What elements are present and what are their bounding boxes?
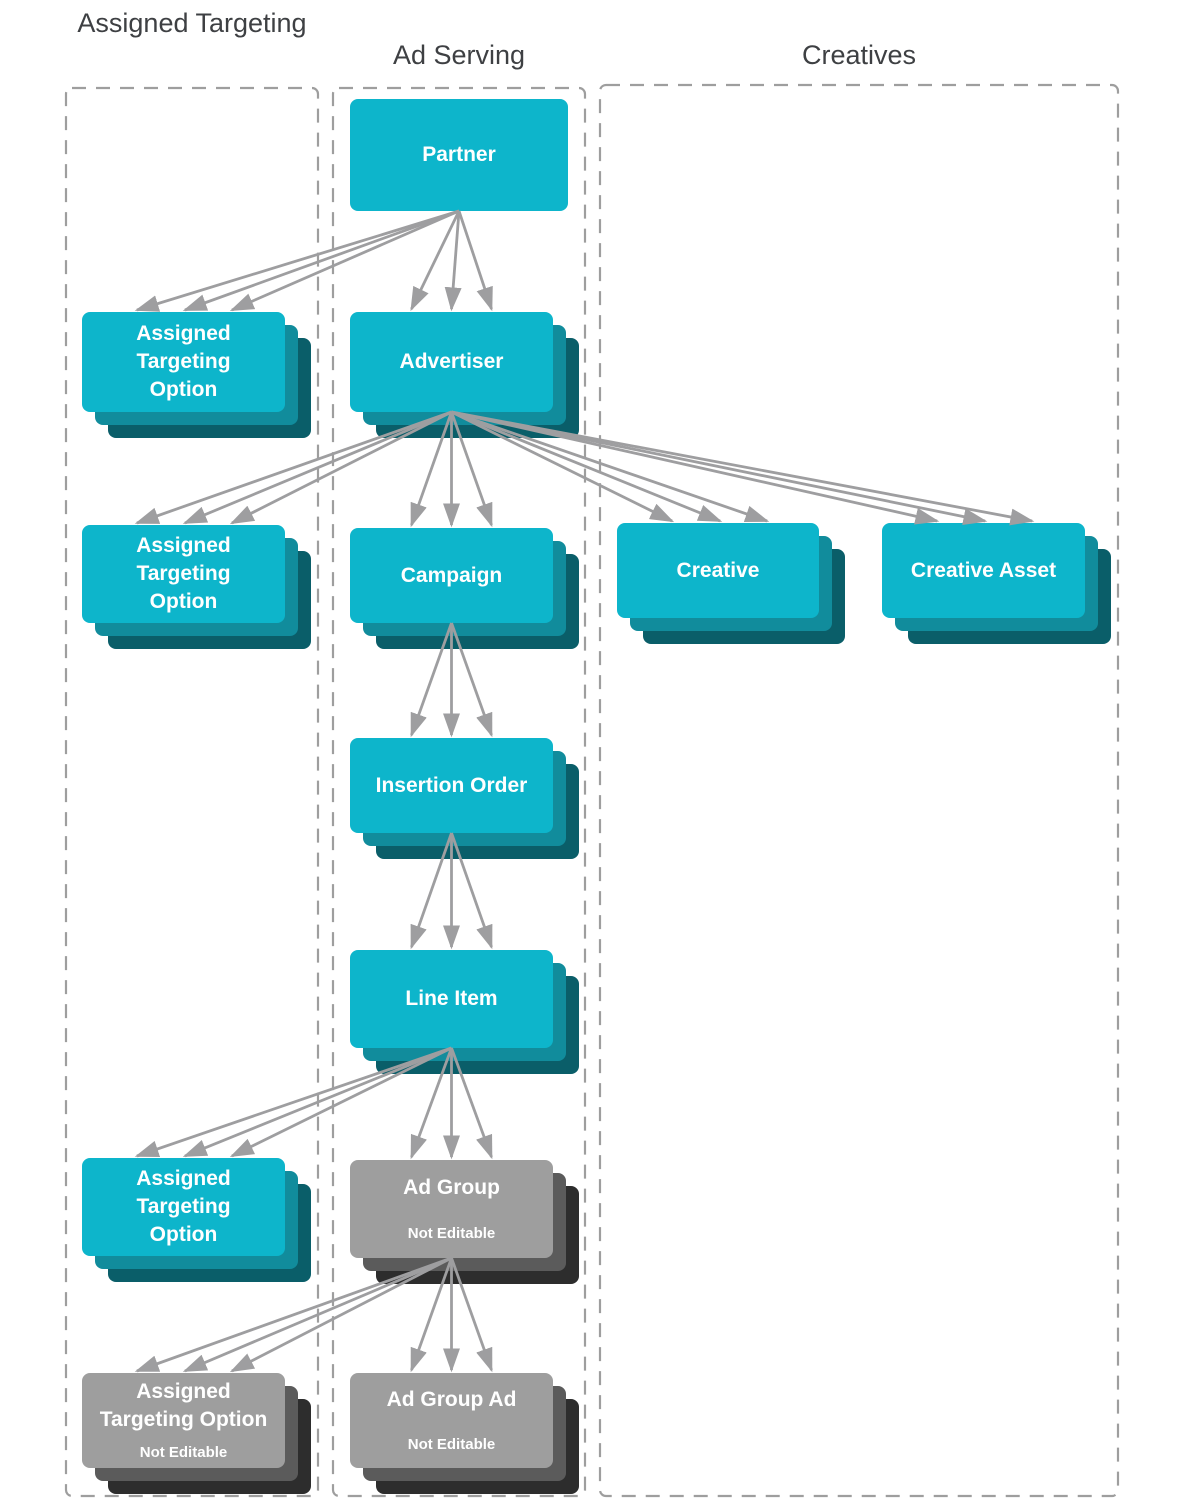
node-assigned-targeting-option-1: Assigned Targeting Option	[82, 312, 311, 438]
node-label: Insertion Order	[375, 773, 528, 797]
node-assigned-targeting-option-2: Assigned Targeting Option	[82, 525, 311, 649]
node-label: Partner	[422, 143, 496, 167]
node-assigned-targeting-option-not-editable: Assigned Targeting Option Not Editable	[82, 1373, 311, 1494]
node-label: Assigned Targeting Option	[99, 1380, 268, 1432]
node-sublabel: Not Editable	[407, 1224, 496, 1242]
node-campaign: Campaign	[350, 528, 579, 649]
node-label: Ad Group	[403, 1176, 500, 1200]
column-title-creatives: Creatives	[801, 40, 917, 70]
node-label: Assigned Targeting Option	[136, 534, 231, 613]
node-label: Assigned Targeting Option	[136, 322, 231, 401]
node-label: Ad Group Ad	[386, 1387, 517, 1411]
node-line-item: Line Item	[350, 950, 579, 1074]
node-ad-group: Ad Group Not Editable	[350, 1160, 579, 1284]
node-sublabel: Not Editable	[139, 1443, 228, 1461]
node-label: Creative Asset	[910, 558, 1057, 582]
node-label: Assigned Targeting Option	[136, 1167, 231, 1246]
node-label: Line Item	[405, 987, 498, 1011]
column-assigned-targeting: Assigned Targeting	[66, 8, 318, 1496]
node-label: Advertiser	[399, 350, 504, 374]
node-assigned-targeting-option-3: Assigned Targeting Option	[82, 1158, 311, 1282]
node-partner: Partner	[350, 99, 568, 211]
node-label: Creative	[676, 558, 760, 582]
node-advertiser: Advertiser	[350, 312, 579, 438]
column-title-assigned-targeting: Assigned Targeting	[77, 8, 307, 38]
node-sublabel: Not Editable	[407, 1436, 496, 1454]
node-creative: Creative	[617, 523, 845, 644]
node-insertion-order: Insertion Order	[350, 738, 579, 859]
node-ad-group-ad: Ad Group Ad Not Editable	[350, 1373, 579, 1494]
node-label: Campaign	[400, 563, 503, 587]
column-title-ad-serving: Ad Serving	[392, 40, 526, 70]
column-creatives: Creatives	[600, 40, 1118, 1496]
column-ad-serving: Ad Serving	[333, 40, 585, 1496]
node-creative-asset: Creative Asset	[882, 523, 1111, 644]
